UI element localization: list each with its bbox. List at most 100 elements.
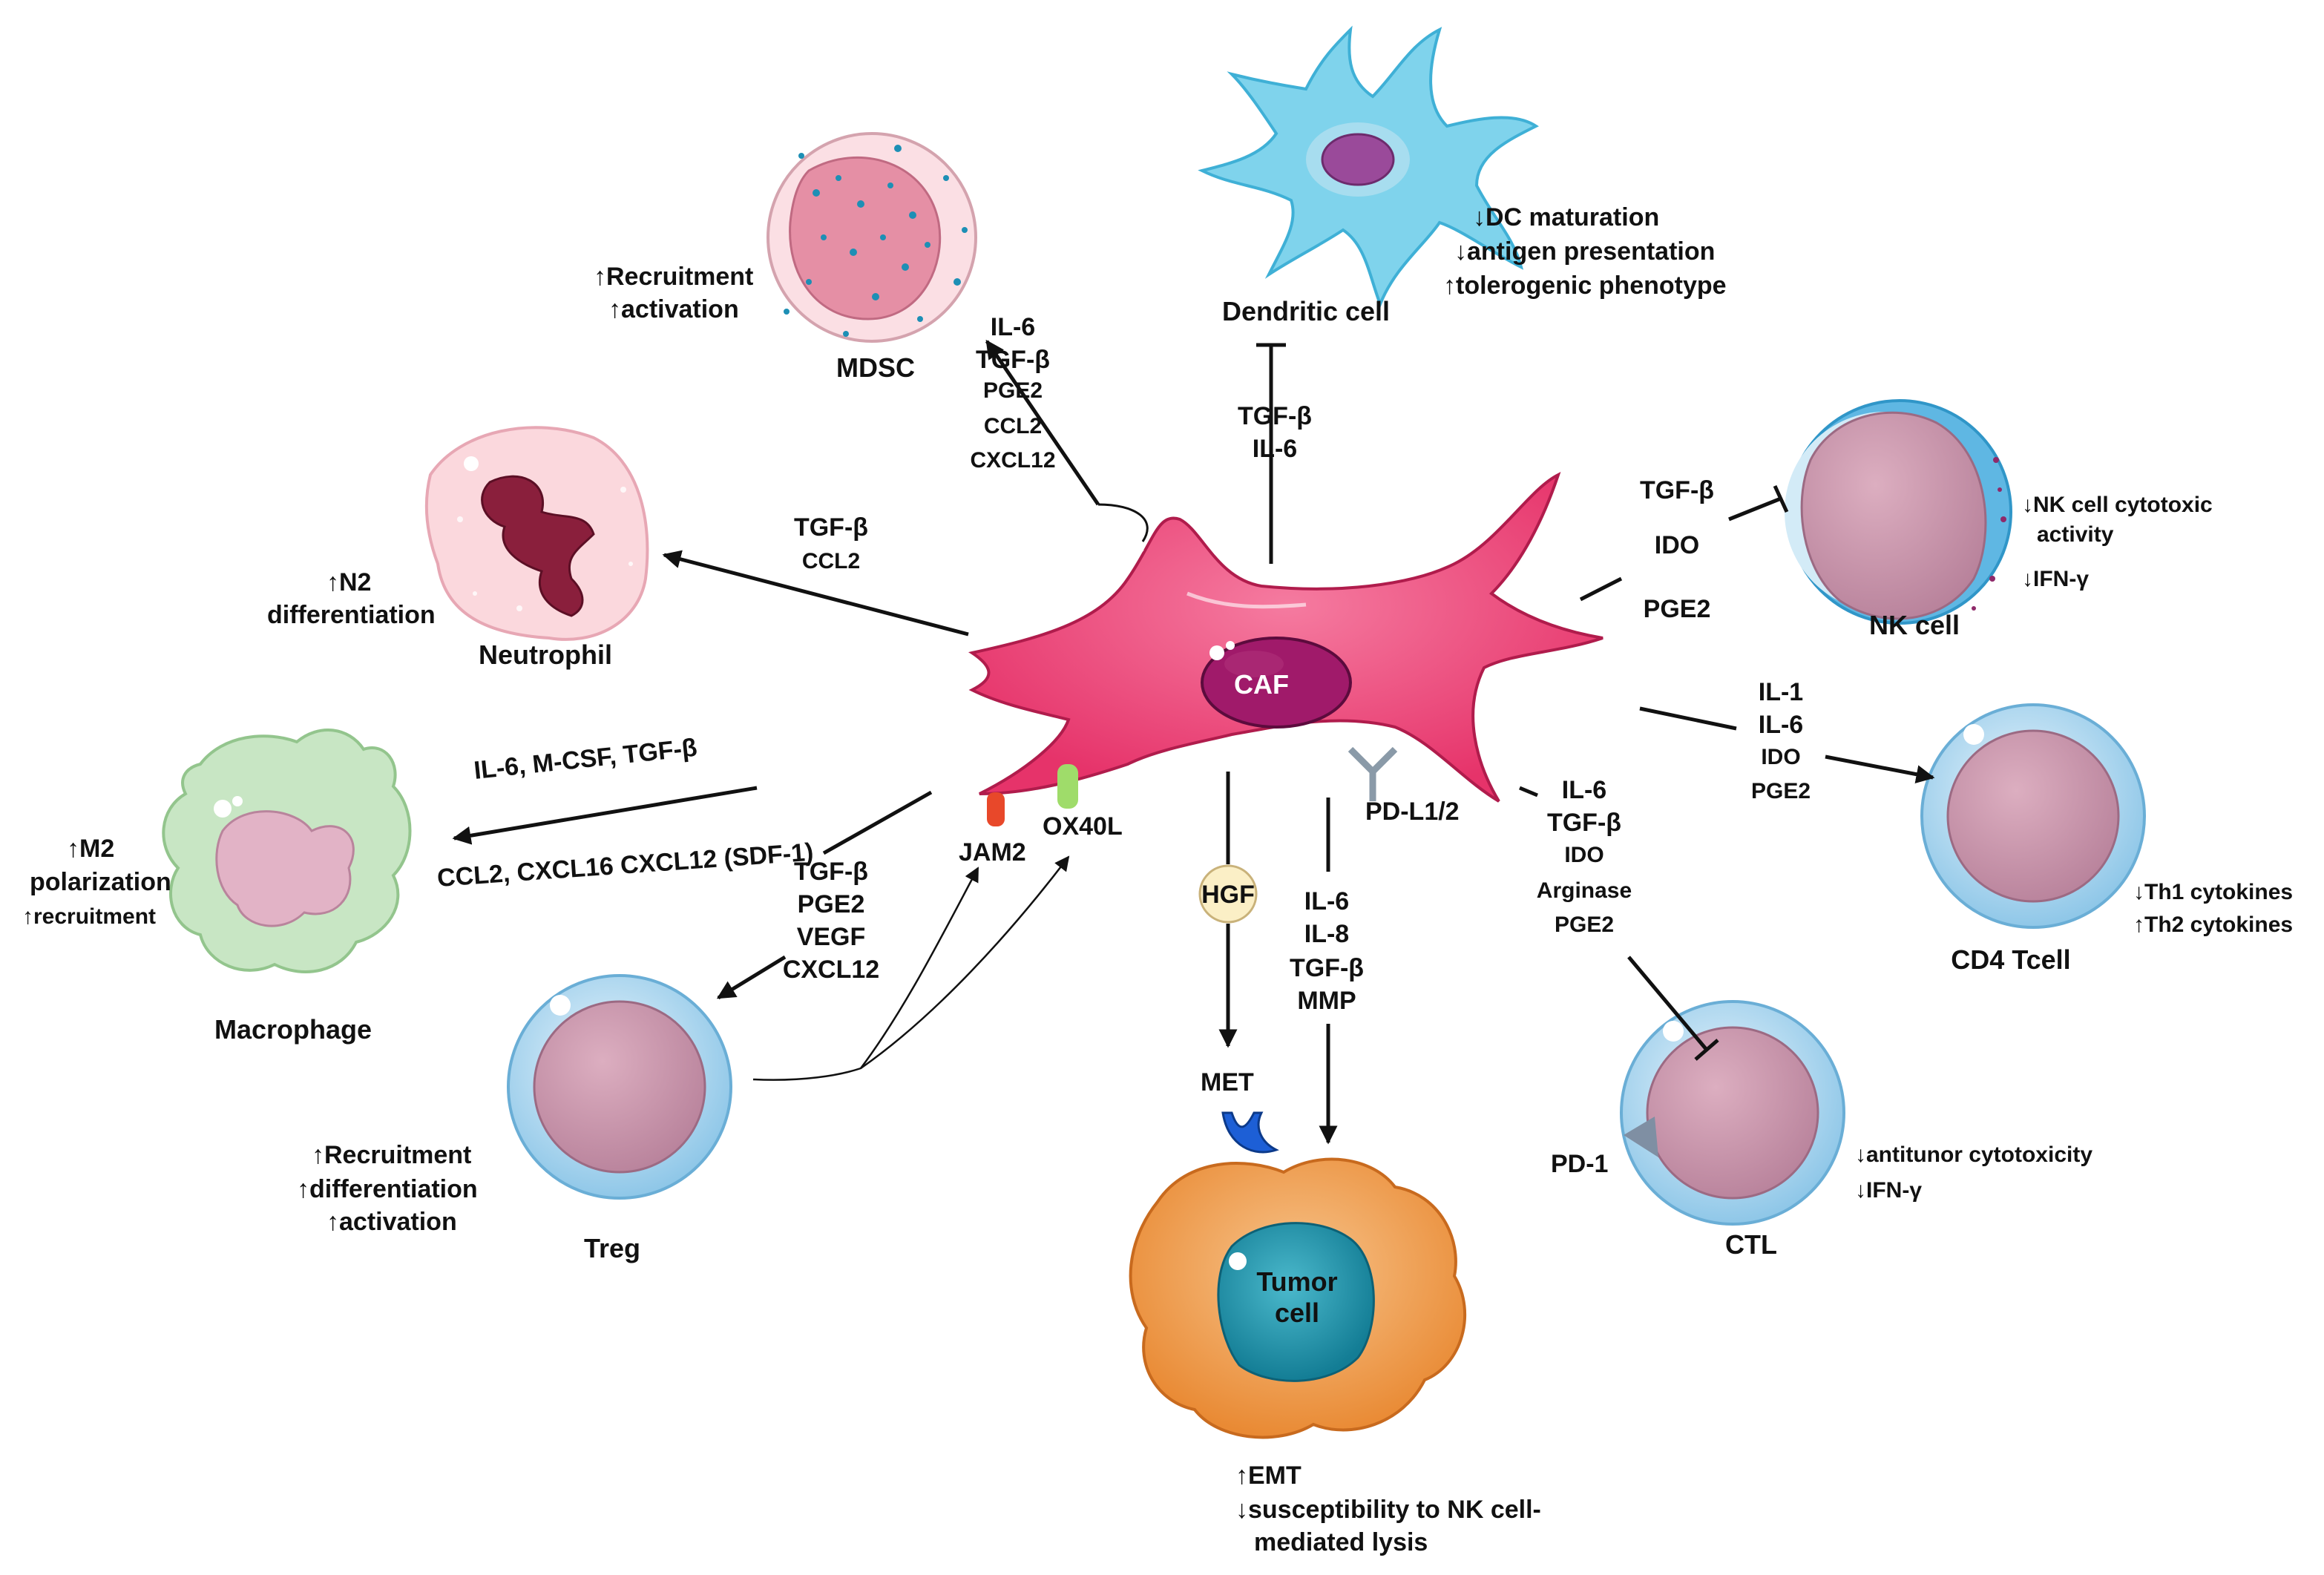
nk-effects: ↓NK cell cytotoxic activity ↓IFN-γ bbox=[2022, 493, 2213, 591]
neutrophil-effect-1: ↑N2 bbox=[326, 568, 371, 596]
treg-to-ox40l-arrow bbox=[860, 855, 1070, 1070]
tumor-cell: Tumor cell bbox=[1129, 1157, 1466, 1439]
ctl-factor: IDO bbox=[1564, 843, 1604, 867]
tumor-effect-3: mediated lysis bbox=[1254, 1528, 1428, 1556]
nk-factor: TGF-β bbox=[1640, 476, 1714, 504]
macrophage-factor: CCL2, CXCL16 CXCL12 (SDF-1) bbox=[436, 838, 815, 892]
neutrophil-effect-2: differentiation bbox=[267, 601, 436, 629]
ctl-factors: IL-6 TGF-β IDO Arginase PGE2 bbox=[1537, 776, 1632, 937]
jam2-receptor: JAM2 bbox=[959, 792, 1026, 867]
mdsc-effects: ↑Recruitment ↑activation bbox=[594, 263, 753, 323]
neutrophil-cell: Neutrophil bbox=[424, 426, 649, 670]
mdsc-factors: IL-6 TGF-β PGE2 CCL2 CXCL12 bbox=[970, 313, 1055, 473]
pd1-label: PD-1 bbox=[1551, 1150, 1608, 1178]
treg-factor: CXCL12 bbox=[783, 956, 879, 984]
caf-inhibits-ctl bbox=[1627, 956, 1708, 1051]
caf-to-cd4-arrow bbox=[1825, 754, 1935, 784]
tumor-factor: TGF-β bbox=[1290, 954, 1364, 982]
dendritic-factors: TGF-β IL-6 bbox=[1238, 402, 1312, 463]
treg-label: Treg bbox=[584, 1233, 640, 1263]
dc-effect-2: ↓antigen presentation bbox=[1454, 237, 1715, 266]
dendritic-effects: ↓DC maturation ↓antigen presentation ↑to… bbox=[1443, 203, 1727, 300]
nk-factor: IDO bbox=[1655, 531, 1699, 559]
caf-inhibits-nk bbox=[1728, 496, 1782, 522]
tumor-factors: IL-6 IL-8 TGF-β MMP bbox=[1290, 887, 1364, 1015]
ox40l-receptor: OX40L bbox=[1043, 764, 1123, 841]
nk-effect-2: activity bbox=[2037, 522, 2114, 547]
mdsc-label: MDSC bbox=[836, 352, 915, 383]
nk-effect-3: ↓IFN-γ bbox=[2022, 567, 2089, 591]
ctl-factor: Arginase bbox=[1537, 878, 1632, 903]
mdsc-factor: CXCL12 bbox=[970, 448, 1055, 473]
treg-cell: Treg bbox=[507, 974, 732, 1263]
cd4-effect-1: ↓Th1 cytokines bbox=[2133, 880, 2293, 904]
dc-effect-1: ↓DC maturation bbox=[1473, 203, 1659, 231]
macrophage-label: Macrophage bbox=[214, 1014, 372, 1045]
neutrophil-factors: TGF-β CCL2 bbox=[794, 513, 868, 573]
nk-factor: PGE2 bbox=[1644, 595, 1711, 623]
neutrophil-factor: TGF-β bbox=[794, 513, 868, 542]
ctl-effect-1: ↓antitunor cytotoxicity bbox=[1855, 1142, 2092, 1167]
ctl-effects: ↓antitunor cytotoxicity ↓IFN-γ bbox=[1855, 1142, 2092, 1203]
caf-to-macrophage-arrow bbox=[452, 786, 758, 845]
cd4-label: CD4 Tcell bbox=[1951, 944, 2070, 975]
pdl-receptor: PD-L1/2 bbox=[1348, 746, 1460, 826]
treg-factor: VEGF bbox=[797, 923, 866, 951]
cd4-factor: PGE2 bbox=[1751, 779, 1811, 803]
macrophage-effects: ↑M2 polarization ↑recruitment bbox=[22, 835, 171, 929]
cd4-factor: IDO bbox=[1761, 745, 1800, 769]
treg-factors: TGF-β PGE2 VEGF CXCL12 bbox=[783, 858, 879, 984]
cd4-factors: IL-1 IL-6 IDO PGE2 bbox=[1751, 678, 1811, 803]
macrophage-factor: IL-6, M-CSF, TGF-β bbox=[473, 734, 698, 785]
tumor-factor: IL-8 bbox=[1304, 920, 1349, 948]
ctl-label: CTL bbox=[1725, 1229, 1777, 1260]
dc-factor: IL-6 bbox=[1253, 435, 1297, 463]
caf-to-treg-arrow bbox=[716, 955, 787, 1000]
nk-effect-1: ↓NK cell cytotoxic bbox=[2022, 493, 2213, 517]
pdl-label: PD-L1/2 bbox=[1365, 798, 1460, 826]
ctl-factor: PGE2 bbox=[1555, 913, 1614, 937]
jam2-label: JAM2 bbox=[959, 838, 1026, 867]
hgf-label: HGF bbox=[1201, 881, 1255, 909]
treg-to-jam2-arrow bbox=[752, 867, 979, 1081]
mdsc-factor: CCL2 bbox=[984, 414, 1042, 438]
treg-effect-2: ↑differentiation bbox=[297, 1175, 478, 1203]
mdsc-factor: TGF-β bbox=[976, 346, 1050, 374]
macrophage-effect-3: ↑recruitment bbox=[22, 904, 156, 929]
macrophage-cell: Macrophage bbox=[162, 729, 412, 1045]
tumor-effect-2: ↓susceptibility to NK cell- bbox=[1235, 1496, 1541, 1524]
treg-factor: TGF-β bbox=[794, 858, 868, 886]
mdsc-cell: MDSC bbox=[767, 132, 977, 383]
macrophage-effect-1: ↑M2 bbox=[67, 835, 114, 863]
caf-to-mdsc-arrow bbox=[985, 339, 1100, 506]
macrophage-effect-2: polarization bbox=[30, 868, 171, 896]
macrophage-factors: IL-6, M-CSF, TGF-β CCL2, CXCL16 CXCL12 (… bbox=[436, 734, 815, 892]
caf-cell: CAF bbox=[968, 472, 1604, 803]
dc-factor: TGF-β bbox=[1238, 402, 1312, 430]
ctl-inhibit-mark bbox=[1519, 786, 1538, 798]
ox40l-label: OX40L bbox=[1043, 812, 1123, 841]
cd4-factor: IL-6 bbox=[1759, 711, 1803, 739]
caf-label: CAF bbox=[1234, 669, 1289, 700]
mdsc-factor: IL-6 bbox=[991, 313, 1035, 341]
tumor-factor: IL-6 bbox=[1304, 887, 1349, 915]
dc-effect-3: ↑tolerogenic phenotype bbox=[1443, 272, 1727, 300]
neutrophil-label: Neutrophil bbox=[479, 639, 612, 670]
nk-label: NK cell bbox=[1869, 610, 1960, 640]
tumor-factor: MMP bbox=[1297, 987, 1356, 1015]
neutrophil-effects: ↑N2 differentiation bbox=[267, 568, 436, 629]
treg-effects: ↑Recruitment ↑differentiation ↑activatio… bbox=[297, 1141, 478, 1236]
ctl-factor: IL-6 bbox=[1562, 776, 1606, 804]
tumor-effects: ↑EMT ↓susceptibility to NK cell- mediate… bbox=[1235, 1461, 1541, 1556]
cd4-cell: CD4 Tcell bbox=[1920, 703, 2146, 975]
nk-factors: TGF-β IDO PGE2 bbox=[1640, 476, 1714, 623]
cd4-effects: ↓Th1 cytokines ↑Th2 cytokines bbox=[2133, 880, 2293, 937]
tumor-effect-1: ↑EMT bbox=[1235, 1461, 1301, 1490]
ctl-cell: CTL bbox=[1620, 1000, 1845, 1260]
dendritic-label: Dendritic cell bbox=[1222, 296, 1390, 326]
ctl-effect-2: ↓IFN-γ bbox=[1855, 1178, 1922, 1203]
mdsc-effect-1: ↑Recruitment bbox=[594, 263, 753, 291]
ctl-factor: TGF-β bbox=[1547, 809, 1621, 837]
